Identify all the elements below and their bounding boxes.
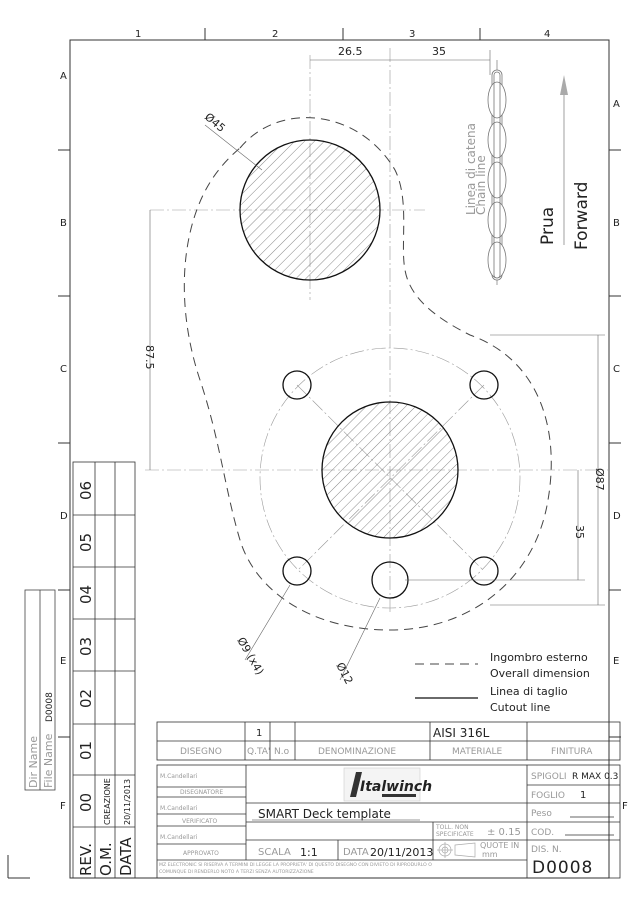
- checker-name: M.Candellari: [160, 805, 198, 812]
- rev-00-date: 20/11/2013: [123, 779, 132, 825]
- grid-row-c: C: [60, 364, 67, 375]
- sheet-value: 1: [580, 790, 586, 801]
- scale-label: SCALA: [258, 847, 291, 858]
- header-denominazione: DENOMINAZIONE: [318, 747, 396, 757]
- rev-00-desc: CREAZIONE: [103, 778, 112, 825]
- grid-col-3: 3: [409, 29, 415, 40]
- parts-qty: 1: [256, 728, 262, 739]
- arrow-up-icon: [560, 75, 568, 95]
- edges-value: R MAX 0.3: [572, 772, 618, 782]
- top-hole: [239, 139, 381, 281]
- approver-name: M.Candellari: [160, 834, 198, 841]
- forward-en: Forward: [572, 182, 592, 250]
- rev-02: 02: [77, 689, 95, 708]
- rev-06: 06: [77, 481, 95, 500]
- legend-overall-en: Overall dimension: [490, 667, 590, 680]
- drawing-no-value: D0008: [532, 858, 593, 878]
- dim-35-top: 35: [432, 45, 446, 58]
- dim-87-5: 87.5: [143, 345, 156, 370]
- grid-row-d: D: [60, 511, 68, 522]
- dim-d12: Ø12: [333, 660, 355, 686]
- legend-cutout-it: Linea di taglio: [490, 685, 568, 698]
- grid-col-2: 2: [272, 29, 278, 40]
- chain-icon: [487, 60, 507, 285]
- chain-line-en: Chain line: [474, 155, 488, 215]
- revision-table: 06 05 04 03 02 01 00 REV. O.M. DATA CREA…: [72, 461, 136, 879]
- svg-text:Italwinch: Italwinch: [360, 779, 432, 795]
- forward-it: Prua: [538, 207, 558, 245]
- legend-cutout-en: Cutout line: [490, 701, 551, 714]
- grid-row-e: E: [60, 656, 66, 667]
- tolerance-value: ± 0.15: [487, 827, 521, 838]
- header-no: N.o: [274, 747, 290, 757]
- grid-row-a-right: A: [613, 99, 620, 110]
- units-label-2: mm: [482, 850, 498, 859]
- overall-outline: [183, 117, 552, 631]
- legend: Ingombro esterno Overall dimension Linea…: [415, 651, 590, 714]
- weight-label: Peso: [531, 809, 552, 819]
- header-disegno: DISEGNO: [180, 747, 222, 757]
- om-label: O.M.: [97, 842, 115, 876]
- grid-row-c-right: C: [613, 364, 620, 375]
- grid-row-b: B: [60, 218, 67, 229]
- grid-row-d-right: D: [613, 511, 621, 522]
- date-field-label: DATA: [343, 847, 369, 858]
- rev-01: 01: [77, 741, 95, 760]
- dim-d45: Ø45: [202, 110, 228, 135]
- rev-00: 00: [77, 793, 95, 812]
- dimension-lines: [149, 50, 605, 681]
- dim-d87: Ø87: [593, 468, 606, 491]
- company-logo: Italwinch: [343, 767, 432, 802]
- tolerance-label-1: TOLL. NON: [435, 824, 469, 831]
- grid-row-e-right: E: [613, 656, 619, 667]
- drawing-no-label: DIS. N.: [531, 845, 562, 855]
- edges-label: SPIGOLI: [531, 772, 567, 782]
- header-qta: Q.TA': [247, 747, 270, 757]
- header-materiale: MATERIALE: [452, 747, 502, 757]
- legend-overall-it: Ingombro esterno: [490, 651, 588, 664]
- code-label: COD.: [531, 828, 554, 838]
- dim-26-5: 26.5: [338, 45, 363, 58]
- chain-line-it: Linea di catena: [464, 123, 478, 215]
- designer-role: DISEGNATORE: [180, 789, 223, 796]
- dir-name-label: Dir Name: [27, 736, 40, 788]
- dim-35-side: 35: [573, 525, 586, 539]
- disclaimer-line-2: COMUNQUE DI RENDERLO NOTO A TERZI SENZA …: [159, 869, 314, 875]
- units-label-1: QUOTE IN: [480, 841, 519, 850]
- rev-03: 03: [77, 637, 95, 656]
- file-name-box: Dir Name File Name D0008: [24, 589, 56, 791]
- rev-04: 04: [77, 585, 95, 604]
- designer-name: M.Candellari: [160, 773, 198, 780]
- date-label: DATA: [117, 837, 135, 876]
- parts-material: AISI 316L: [433, 726, 490, 740]
- grid-row-a: A: [60, 71, 67, 82]
- checker-role: VERIFICATO: [182, 818, 218, 825]
- grid-row-b-right: B: [613, 218, 620, 229]
- tolerance-label-2: SPECIFICATE: [436, 831, 474, 838]
- rev-05: 05: [77, 533, 95, 552]
- grid-col-4: 4: [544, 29, 550, 40]
- file-name-value: D0008: [45, 692, 55, 722]
- center-base-hole: [321, 401, 459, 539]
- grid-labels: 1 2 3 4 A A B B C C D D E E F F: [60, 29, 628, 812]
- grid-col-1: 1: [135, 29, 141, 40]
- header-finitura: FINITURA: [551, 747, 593, 757]
- dim-d9-x4: Ø9 (x4): [234, 635, 266, 677]
- projection-symbol-icon: [437, 842, 476, 858]
- grid-row-f-right: F: [622, 801, 628, 812]
- disclaimer-line-1: MZ ELECTRONIC SI RISERVA A TERMINI DI LE…: [159, 862, 432, 868]
- approver-role: APPROVATO: [183, 850, 219, 857]
- file-name-label: File Name: [42, 733, 55, 788]
- rev-label: REV.: [77, 843, 95, 876]
- drawing-title: SMART Deck template: [258, 807, 391, 821]
- parts-list: 1 AISI 316L DISEGNO Q.TA' N.o DENOMINAZI…: [156, 721, 621, 761]
- grid-row-f: F: [60, 801, 66, 812]
- date-value: 20/11/2013: [370, 846, 433, 859]
- forward-arrow: Prua Forward: [538, 75, 592, 250]
- sheet-label: FOGLIO: [531, 791, 565, 801]
- title-block: M.Candellari DISEGNATORE M.Candellari VE…: [156, 764, 621, 879]
- chain-line-label: Linea di catena Chain line: [464, 123, 488, 215]
- scale-value: 1:1: [300, 846, 318, 859]
